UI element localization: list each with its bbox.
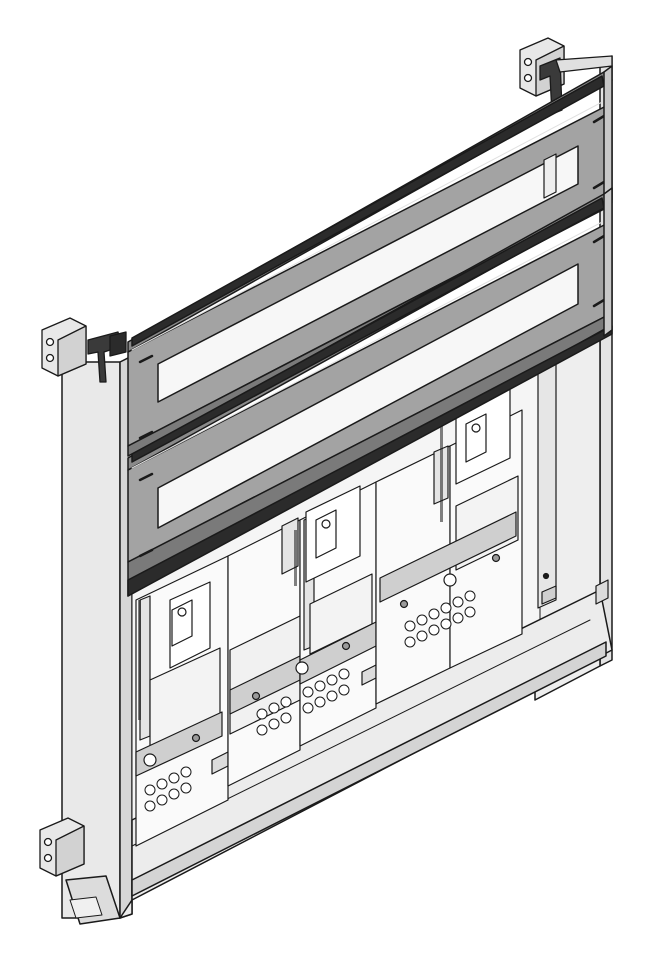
upper-cover-window <box>157 145 579 403</box>
breaker-module-4 <box>375 387 523 705</box>
breaker-module-2 <box>227 517 301 787</box>
bracket-top-left <box>41 317 127 383</box>
bracket-top-right <box>519 37 613 115</box>
lower-cover-window <box>157 263 579 529</box>
cable-entry-holes-1 <box>144 766 192 812</box>
cable-entry-holes-4 <box>404 590 476 648</box>
breaker-module-3 <box>295 481 377 747</box>
lower-cover-plate <box>127 187 613 597</box>
right-inner-rail <box>537 357 557 609</box>
bottom-tray-lip <box>131 641 607 897</box>
cable-entry-holes-2 <box>256 696 292 736</box>
bracket-bottom-left <box>39 817 85 877</box>
breaker-module-1 <box>135 555 229 847</box>
right-side-clip <box>543 153 609 605</box>
cable-entry-holes-3 <box>302 668 350 714</box>
terminal-strips <box>138 426 443 720</box>
